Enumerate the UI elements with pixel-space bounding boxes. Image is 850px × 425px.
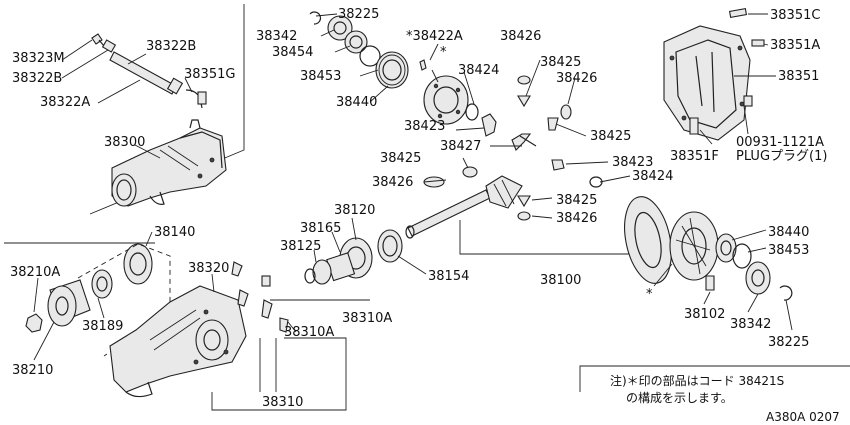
label-38454: 38454 [272,45,313,60]
label-00931-1121a: 00931-1121A [736,135,824,150]
label-38225-bottom: 38225 [768,335,809,350]
label-38351a: 38351A [770,38,820,53]
label-38342-bottom: 38342 [730,317,771,332]
label-38440-bottom: 38440 [768,225,809,240]
label-38351: 38351 [778,69,819,84]
label-38125: 38125 [280,239,321,254]
label-38424-a: 38424 [458,63,499,78]
label-38140: 38140 [154,225,195,240]
label-38425-a: 38425 [540,55,581,70]
label-38300: 38300 [104,135,145,150]
label-38225-top: 38225 [338,7,379,22]
label-plug: PLUGプラグ(1) [736,149,827,164]
label-38427: 38427 [440,139,481,154]
label-38322a: 38322A [40,95,90,110]
ring-gear-differential [624,196,793,301]
label-38210: 38210 [12,363,53,378]
drive-pinion-shaft [405,175,523,239]
breather-tube-assembly [91,33,207,109]
companion-flange-parts [25,243,153,333]
label-38426-a: 38426 [500,29,541,44]
pinion-front-bearings [304,229,403,285]
label-38102: 38102 [684,307,725,322]
label-38310a-center: 38310A [284,325,334,340]
rear-cover-assembly [663,8,765,141]
diagram-code: A380A 0207 [766,410,840,424]
note-line-1: 注)＊印の部品はコード 38421S [610,373,784,388]
pinion-bearing-stack [309,11,427,89]
note-box [579,365,850,392]
differential-case-small [423,69,603,221]
label-38154: 38154 [428,269,469,284]
label-38310a-right: 38310A [342,311,392,326]
label-38323m: 38323M [12,51,65,66]
label-38351c: 38351C [770,8,820,23]
label-38422a: *38422A [406,29,463,44]
label-38453-top: 38453 [300,69,341,84]
label-38210a: 38210A [10,265,60,280]
label-star-1: * [440,45,447,60]
label-38425-d: 38425 [556,193,597,208]
label-38100: 38100 [540,273,581,288]
label-38342-top: 38342 [256,29,297,44]
label-38423-b: 38423 [612,155,653,170]
label-38165: 38165 [300,221,341,236]
label-38320: 38320 [188,261,229,276]
label-38310: 38310 [262,395,303,410]
rear-axle-housing-assembly [111,119,227,207]
label-38426-d: 38426 [556,211,597,226]
label-38425-b: 38425 [590,129,631,144]
note-line-2: の構成を示します。 [626,391,733,405]
label-38322b-right: 38322B [146,39,196,54]
label-star-2: * [646,287,653,302]
label-38120: 38120 [334,203,375,218]
label-38426-b: 38426 [556,71,597,86]
gear-carrier-housing [109,261,289,398]
label-38440-top: 38440 [336,95,377,110]
label-38322b-left: 38322B [12,71,62,86]
label-38189: 38189 [82,319,123,334]
label-38425-c: 38425 [380,151,421,166]
label-38453-bottom: 38453 [768,243,809,258]
label-38424-b: 38424 [632,169,673,184]
label-38423-a: 38423 [404,119,445,134]
label-38351g: 38351G [184,67,235,82]
label-38351f: 38351F [670,149,719,164]
label-38426-c: 38426 [372,175,413,190]
